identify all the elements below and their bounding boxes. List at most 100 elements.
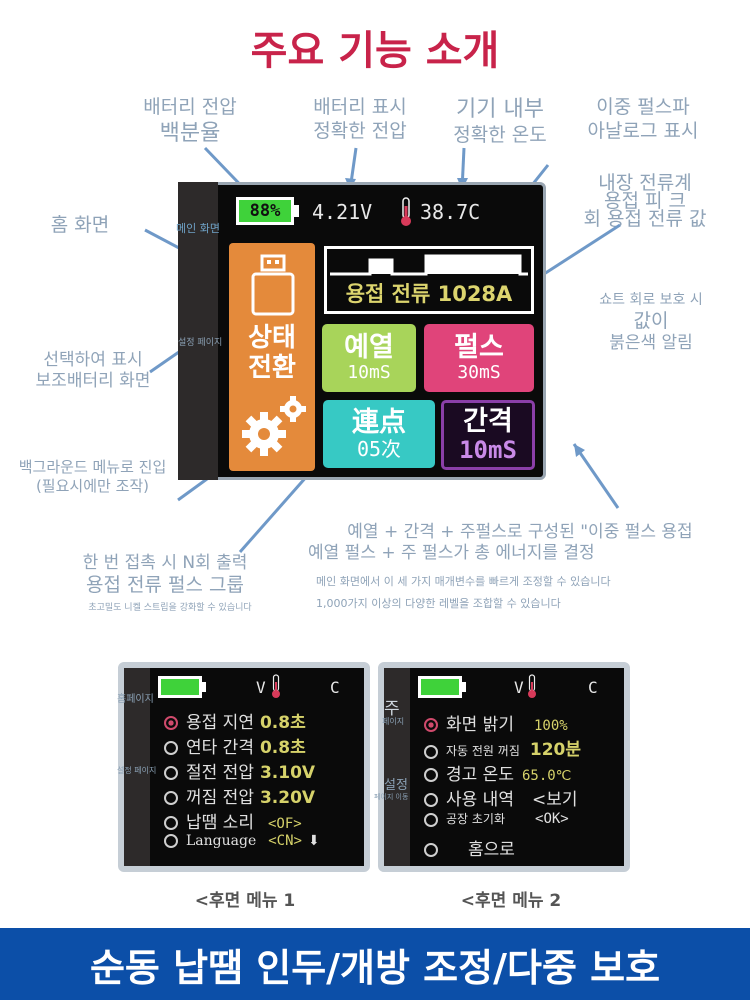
menu2-side-label-settings: 설정 xyxy=(384,778,408,793)
menu2-row-label: 사용 내역 xyxy=(446,790,514,810)
menu1-v: V xyxy=(256,678,266,697)
continuous-tile[interactable]: 連点 05次 xyxy=(323,400,435,468)
menu2-row-value: <보기 xyxy=(531,790,578,810)
callout-text: 이중 펄스파 xyxy=(596,96,690,118)
continuous-value: 05次 xyxy=(356,436,402,461)
callout-text: 백분율 xyxy=(159,120,221,146)
callout-text: (필요시에만 조작) xyxy=(35,476,150,495)
menu1-side-label-settings: 설정 페이지 xyxy=(117,766,157,775)
menu2-row[interactable]: 홈으로 xyxy=(424,835,624,860)
settings-gear-icon[interactable] xyxy=(236,396,308,462)
callout-dual-pulse-desc: 예열 + 간격 + 주펄스로 구성된 "이중 펄스 용접 예열 펄스 + 주 펄… xyxy=(300,522,740,565)
menu1-thermometer-icon xyxy=(270,674,282,704)
menu1-row-label: 연타 간격 xyxy=(186,738,254,758)
callout-text: 용접 전류 펄스 그룹 xyxy=(86,574,244,597)
menu2-row-label: 자동 전원 꺼짐 xyxy=(446,744,520,758)
menu2-row-value: 100% xyxy=(533,718,568,734)
menu1-row-value: <CN> xyxy=(268,833,302,849)
pulse-label: 펄스 xyxy=(454,332,504,364)
menu2-row-label: 화면 밝기 xyxy=(446,715,514,735)
pulse-value: 30mS xyxy=(457,361,501,383)
menu2-caption: <후면 메뉴 2 xyxy=(460,891,562,911)
callout-text: 배터리 전압 xyxy=(143,96,237,118)
radio-icon xyxy=(424,768,438,782)
callout-select-display: 선택하여 표시 보조배터리 화면 xyxy=(18,350,168,393)
interval-tile[interactable]: 간격 10mS xyxy=(441,400,535,470)
callout-text: 용접 피 크 xyxy=(604,189,686,212)
menu2-side-label-b: 페이지 xyxy=(382,717,405,726)
callout-text: 예열 펄스 + 주 펄스가 총 에너지를 결정 xyxy=(308,543,595,564)
callout-dual-pulse-small: 메인 화면에서 이 세 가지 매개변수를 빠르게 조정할 수 있습니다 1,00… xyxy=(316,575,736,611)
mode-switch-line: 상태 xyxy=(248,323,296,353)
menu2-side-strip xyxy=(384,668,410,866)
mode-switch-line: 전환 xyxy=(248,352,296,383)
interval-label: 간격 xyxy=(463,405,513,437)
menu1-row-label: 꺼짐 전압 xyxy=(186,788,254,808)
battery-tip xyxy=(294,205,299,217)
main-screen-side-strip xyxy=(178,182,218,480)
menu1-row-label: Language xyxy=(186,833,257,849)
radio-selected-icon xyxy=(164,716,178,730)
menu2-row[interactable]: 공장 초기화<OK> xyxy=(424,810,624,835)
pulse-tile[interactable]: 펄스 30mS xyxy=(424,324,534,392)
menu2-row[interactable]: 화면 밝기 100% xyxy=(424,710,624,735)
menu1-row[interactable]: Language <CN> ⬇ xyxy=(164,833,364,858)
callout-text: 배터리 표시 xyxy=(313,96,407,118)
menu1-side-strip xyxy=(124,668,150,866)
preheat-label: 예열 xyxy=(344,332,394,364)
menu1-caption: <후면 메뉴 1 xyxy=(194,891,296,911)
menu1-row[interactable]: 납땜 소리<OF> xyxy=(164,808,364,833)
thermometer-icon xyxy=(398,196,414,232)
callout-text: 값이 xyxy=(633,309,669,332)
callout-battery-voltage: 배터리 전압 백분율 xyxy=(120,96,260,147)
continuous-label: 連点 xyxy=(352,407,406,439)
callout-text: 내장 전류계 xyxy=(598,172,692,194)
callout-text: 메인 화면에서 이 세 가지 매개변수를 빠르게 조정할 수 있습니다 xyxy=(316,575,611,588)
menu2-c: C xyxy=(588,678,598,697)
mode-switch-label: 상태 전환 xyxy=(229,323,315,384)
menu1-row-label: 용접 지연 xyxy=(186,713,254,733)
menu2-battery-tip xyxy=(462,682,466,692)
callout-background-menu: 백그라운드 메뉴로 진입 (필요시에만 조작) xyxy=(0,458,185,496)
callout-short-circuit: 쇼트 회로 보호 시 값이 붉은색 알림 xyxy=(566,292,736,355)
menu2-side-label-settings-b: 페이지 이동 xyxy=(374,793,409,801)
radio-icon xyxy=(424,744,438,759)
power-bank-icon xyxy=(250,254,296,324)
bottom-banner: 순동 납땜 인두/개방 조정/다중 보호 xyxy=(0,928,750,1000)
menu1-row-label: 절전 전압 xyxy=(186,763,254,783)
menu1-row-value: 0.8초 xyxy=(259,713,306,733)
callout-text: 예열 + 간격 + 주펄스로 구성된 "이중 펄스 용접 xyxy=(347,522,693,542)
callout-text: 정확한 온도 xyxy=(453,123,547,146)
preheat-tile[interactable]: 예열 10mS xyxy=(322,324,416,392)
scroll-down-icon[interactable]: ⬇ xyxy=(307,833,320,849)
callout-n-times: 한 번 접촉 시 N회 출력 용접 전류 펄스 그룹 xyxy=(50,553,280,598)
radio-icon xyxy=(424,843,438,857)
menu1-row-value: 0.8초 xyxy=(259,738,306,758)
menu2-row[interactable]: 사용 내역 <보기 xyxy=(424,785,624,810)
menu1-row-value: <OF> xyxy=(267,816,302,832)
menu1-row-value: 3.10V xyxy=(259,763,316,783)
menu1-battery-tip xyxy=(202,682,206,692)
interval-value: 10mS xyxy=(459,435,517,464)
pulse-waveform xyxy=(330,254,528,276)
radio-icon xyxy=(164,791,178,805)
radio-icon xyxy=(164,766,178,780)
callout-dual-pulse: 이중 펄스파 아날로그 표시 xyxy=(568,96,718,144)
voltage-readout: 4.21V xyxy=(312,200,373,224)
callout-text: 1,000가지 이상의 다양한 레벨을 조합할 수 있습니다 xyxy=(316,596,561,610)
menu2-row-label: 경고 온도 xyxy=(446,765,514,785)
callout-text: 정확한 전압 xyxy=(313,119,407,142)
menu2-thermometer-icon xyxy=(526,674,538,704)
callout-text: 보조배터리 화면 xyxy=(35,371,151,392)
radio-icon xyxy=(164,816,178,830)
menu1-battery xyxy=(158,676,202,698)
sidebar-label-settings: 설정 페이지 xyxy=(178,338,223,348)
